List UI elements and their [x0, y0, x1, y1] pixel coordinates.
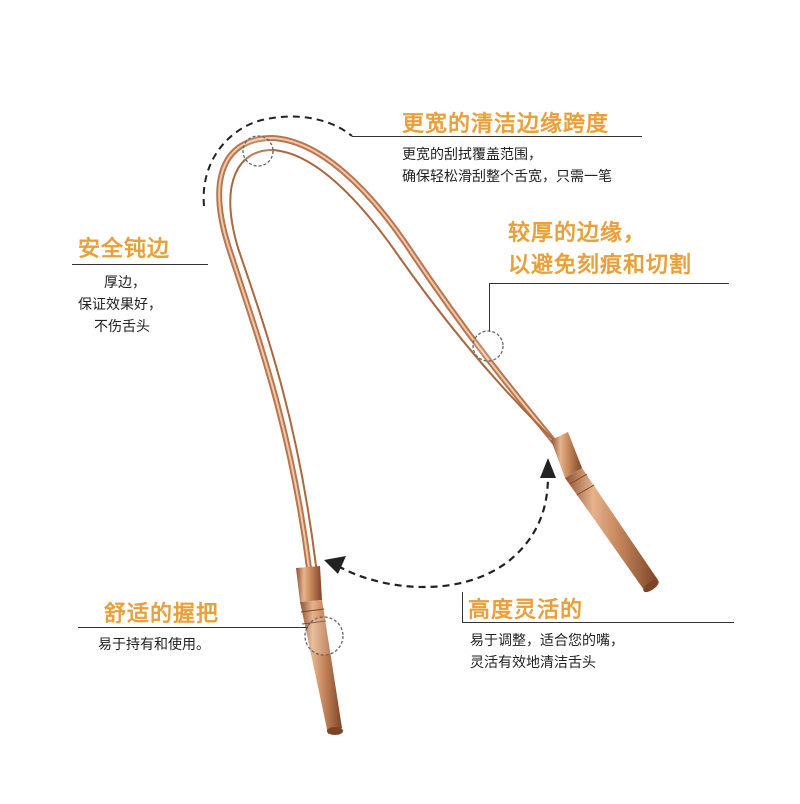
- safe-edge-line: 厚边，: [104, 275, 146, 291]
- safe-edge-title: 安全钝边: [78, 237, 171, 262]
- thick-edge-leader: [489, 283, 490, 331]
- double-arrow-icon: [324, 458, 556, 589]
- scraper-band: [216, 134, 561, 571]
- right-handle: [551, 432, 659, 593]
- grip-desc: 易于持有和使用。: [98, 634, 210, 656]
- highlight-circle-icon: [304, 616, 344, 656]
- grip-title: 舒适的握把: [104, 602, 220, 627]
- grip-rule: [78, 627, 308, 628]
- flexible-leader: [462, 592, 463, 622]
- highlight-circle-icon: [472, 330, 504, 362]
- wide-edge-title: 更宽的清洁边缘跨度: [402, 112, 610, 137]
- wide-edge-desc: 更宽的刮拭覆盖范围， 确保轻松滑刮整个舌宽，只需一笔: [402, 144, 612, 188]
- safe-edge-line: 不伤舌头: [94, 319, 150, 335]
- safe-edge-rule: [72, 264, 208, 265]
- safe-edge-line: 保证效果好，: [78, 297, 162, 313]
- flexible-line: 易于调整，适合您的嘴，: [470, 633, 624, 649]
- thick-edge-title: 较厚的边缘， 以避免刻痕和切割: [508, 218, 692, 282]
- wide-edge-line: 更宽的刮拭覆盖范围，: [402, 147, 542, 163]
- flexible-title: 高度灵活的: [468, 598, 584, 623]
- highlight-circle-icon: [242, 135, 274, 167]
- flexible-line: 灵活有效地清洁舌头: [470, 655, 596, 671]
- flexible-rule: [462, 622, 734, 623]
- left-handle: [296, 566, 343, 735]
- thick-edge-rule: [489, 283, 729, 284]
- dashed-arc-icon: [202, 115, 353, 207]
- thick-edge-title-line: 以避免刻痕和切割: [508, 253, 693, 278]
- flexible-desc: 易于调整，适合您的嘴， 灵活有效地清洁舌头: [470, 630, 624, 674]
- grip-line: 易于持有和使用。: [98, 637, 210, 653]
- wide-edge-rule: [352, 136, 642, 137]
- safe-edge-desc: 厚边， 保证效果好， 不伤舌头: [78, 272, 162, 338]
- wide-edge-line: 确保轻松滑刮整个舌宽，只需一笔: [402, 169, 612, 185]
- thick-edge-title-line: 较厚的边缘，: [508, 221, 647, 246]
